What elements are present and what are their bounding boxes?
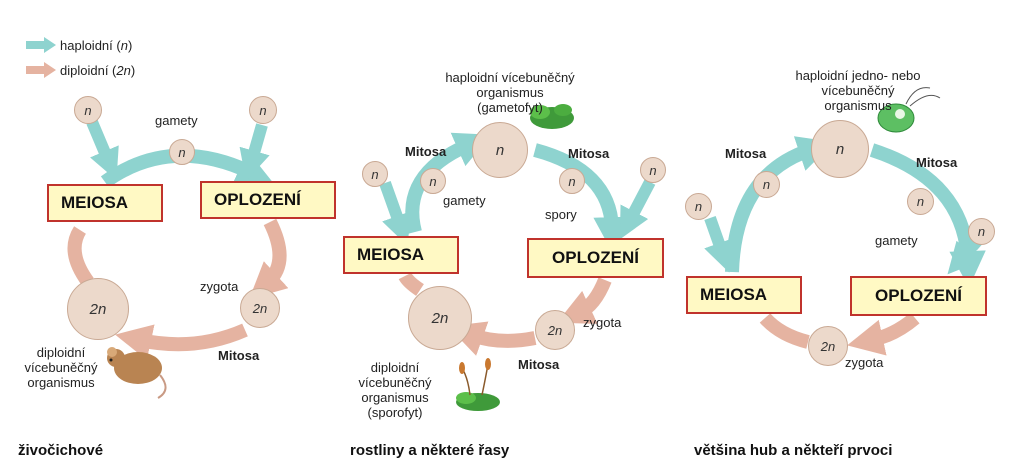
p2-cell-n-outer-right: n — [640, 157, 666, 183]
p1-diploid-left — [67, 226, 94, 287]
p3-cell-2n-zygote: 2n — [808, 326, 848, 366]
p3-cell-n-gamete: n — [907, 188, 934, 215]
p3-mitosis-right-label: Mitosa — [916, 155, 958, 170]
p1-gamete-right — [239, 123, 270, 181]
p2-gamete-in-right — [619, 179, 656, 240]
legend-haploid-n: n — [120, 37, 128, 53]
p3-zygote-label: zygota — [845, 355, 884, 370]
p2-diploid-org-line1: diploidní — [370, 360, 420, 375]
p2-cell-n-gamete: n — [420, 168, 446, 194]
legend-haploid-label: haploidní — [60, 37, 113, 53]
p3-haploid-org-line2: vícebuněčný — [821, 83, 895, 98]
moss-gametophyte-icon — [530, 104, 574, 129]
p2-cell-n-spore: n — [559, 168, 585, 194]
legend-haploid: haploidní (n) — [26, 37, 132, 53]
p2-cell-n-outer-left: n — [362, 161, 388, 187]
p3-meiosis-box: MEIOSA — [686, 276, 802, 314]
p3-diploid-left — [759, 313, 810, 349]
p1-cell-2n-organism: 2n — [67, 278, 129, 340]
p2-haploid-org-line2: organismus — [476, 85, 544, 100]
p2-cell-2n-sporophyte: 2n — [408, 286, 472, 350]
legend-diploid-label: diploidní — [60, 62, 109, 78]
p3-gamete-in-left — [704, 216, 734, 273]
p1-organism-line1: diploidní — [36, 345, 86, 360]
p3-cell-n-left: n — [753, 171, 780, 198]
p2-haploid-org-line1: haploidní vícebuněčný — [445, 70, 575, 85]
p3-fertilization-box: OPLOZENÍ — [850, 276, 987, 316]
protist-icon — [877, 87, 941, 133]
p2-diploid-org-line4: (sporofyt) — [367, 405, 423, 420]
p2-cell-n-gametophyte: n — [472, 122, 528, 178]
p3-haploid-organism-label: haploidní jedno- nebo vícebuněčný organi… — [783, 68, 933, 113]
p3-gametes-label: gamety — [875, 233, 918, 248]
p2-spores-label: spory — [545, 207, 577, 222]
p3-haploid-left — [725, 136, 835, 273]
p1-cell-n-gamete: n — [169, 139, 195, 165]
p1-cell-n-top-right: n — [249, 96, 277, 124]
p2-haploid-right — [533, 143, 630, 254]
p1-diploid-bottom — [115, 323, 248, 361]
p2-zygote-label: zygota — [583, 315, 622, 330]
legend-diploid-n: 2n — [116, 62, 131, 78]
p1-cell-n-top-left: n — [74, 96, 102, 124]
p1-cell-2n-zygote: 2n — [240, 288, 280, 328]
p1-gametes-label: gamety — [155, 113, 198, 128]
moss-sporophyte-icon — [456, 358, 500, 411]
p1-organism-line2: vícebuněčný — [24, 360, 98, 375]
p1-diploid-right — [249, 218, 289, 300]
p1-gamete-left — [86, 119, 119, 181]
p2-fertilization-box: OPLOZENÍ — [527, 238, 664, 278]
mouse-icon — [107, 347, 167, 399]
p2-diploid-organism-label: diploidní vícebuněčný organismus (sporof… — [345, 360, 445, 420]
p2-gamete-in-left — [379, 180, 412, 246]
panel3-arrows — [704, 136, 986, 356]
p2-mitosis-bottom-label: Mitosa — [518, 357, 560, 372]
p1-meiosis-box: MEIOSA — [47, 184, 163, 222]
p2-haploid-org-line3: (gametofyt) — [477, 100, 543, 115]
p1-caption: živočichové — [18, 442, 104, 459]
p3-mitosis-left-label: Mitosa — [725, 146, 767, 161]
p3-haploid-org-line1: haploidní jedno- nebo — [795, 68, 921, 83]
p3-haploid-org-line3: organismus — [824, 98, 892, 113]
p1-fertilization-box: OPLOZENÍ — [200, 181, 336, 219]
p3-caption: většina hub a někteří prvoci — [694, 442, 893, 459]
diploid-arrow-icon — [26, 62, 56, 78]
p2-diploid-left — [398, 272, 424, 296]
p1-organism-line3: organismus — [27, 375, 95, 390]
p2-diploid-org-line3: organismus — [361, 390, 429, 405]
p2-haploid-organism-label: haploidní vícebuněčný organismus (gameto… — [440, 70, 580, 115]
p3-cell-n-outer-right: n — [968, 218, 995, 245]
p3-cell-n-organism: n — [811, 120, 869, 178]
legend-diploid: diploidní (2n) — [26, 62, 135, 78]
p1-mitosis-label: Mitosa — [218, 348, 260, 363]
p2-gametes-label: gamety — [443, 193, 486, 208]
p2-diploid-right — [556, 277, 612, 324]
p1-organism-label: diploidní vícebuněčný organismus — [16, 345, 106, 390]
p2-diploid-bottom — [448, 321, 537, 356]
p2-diploid-org-line2: vícebuněčný — [358, 375, 432, 390]
haploid-arrow-icon — [26, 37, 56, 53]
p3-cell-n-outer-left: n — [685, 193, 712, 220]
p3-diploid-right — [847, 312, 920, 356]
p2-meiosis-box: MEIOSA — [343, 236, 459, 274]
p2-caption: rostliny a některé řasy — [350, 442, 510, 459]
p2-mitosis-right-label: Mitosa — [568, 146, 610, 161]
p2-cell-2n-zygote: 2n — [535, 310, 575, 350]
p2-mitosis-left-label: Mitosa — [405, 144, 447, 159]
p1-zygote-label: zygota — [200, 279, 239, 294]
